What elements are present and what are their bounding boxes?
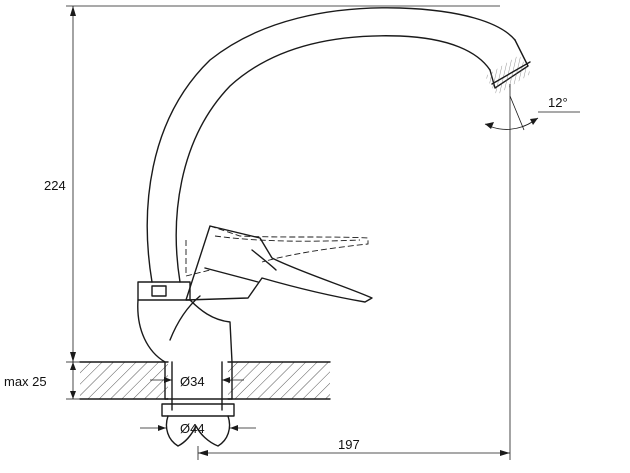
reach-dimension-label: 197 [338, 437, 360, 452]
reach-dimension [197, 84, 511, 460]
faucet-body [137, 295, 233, 400]
spout-collar [137, 281, 191, 301]
lever-handle-open-position [185, 225, 369, 277]
swivel-angle-label: 12° [548, 95, 568, 110]
swivel-angle-dimension [484, 95, 580, 131]
height-dimension [66, 5, 500, 363]
thickness-dimension [66, 362, 80, 400]
countertop-section [79, 361, 331, 400]
height-dimension-label: 224 [44, 178, 66, 193]
spout [146, 7, 531, 283]
lever-handle [185, 225, 373, 303]
mounting-shank [150, 361, 244, 411]
nut-diameter-label: Ø44 [180, 421, 205, 436]
thickness-dimension-label: max 25 [4, 374, 47, 389]
body-diameter-label: Ø34 [180, 374, 205, 389]
mounting-nut [140, 403, 256, 447]
